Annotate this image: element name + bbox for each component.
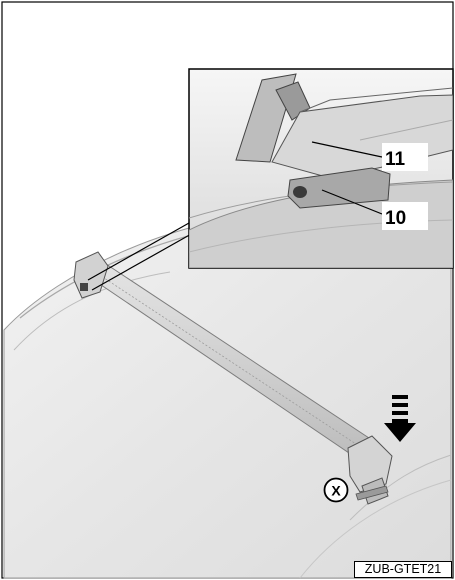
callout-11: 11 xyxy=(385,149,406,170)
mounting-point-marker xyxy=(355,485,389,501)
reference-code: ZUB-GTET21 xyxy=(354,561,452,578)
downward-arrow-icon xyxy=(384,395,416,442)
rack-foot-left xyxy=(73,251,109,299)
inset-leader-line xyxy=(87,222,190,281)
svg-text:X: X xyxy=(331,483,341,499)
detail-inset: 11 10 xyxy=(188,68,454,269)
callout-10: 10 xyxy=(385,208,406,229)
rack-foot-right xyxy=(347,435,393,505)
inset-leader-line xyxy=(91,232,194,291)
callout-x: X xyxy=(323,477,349,503)
